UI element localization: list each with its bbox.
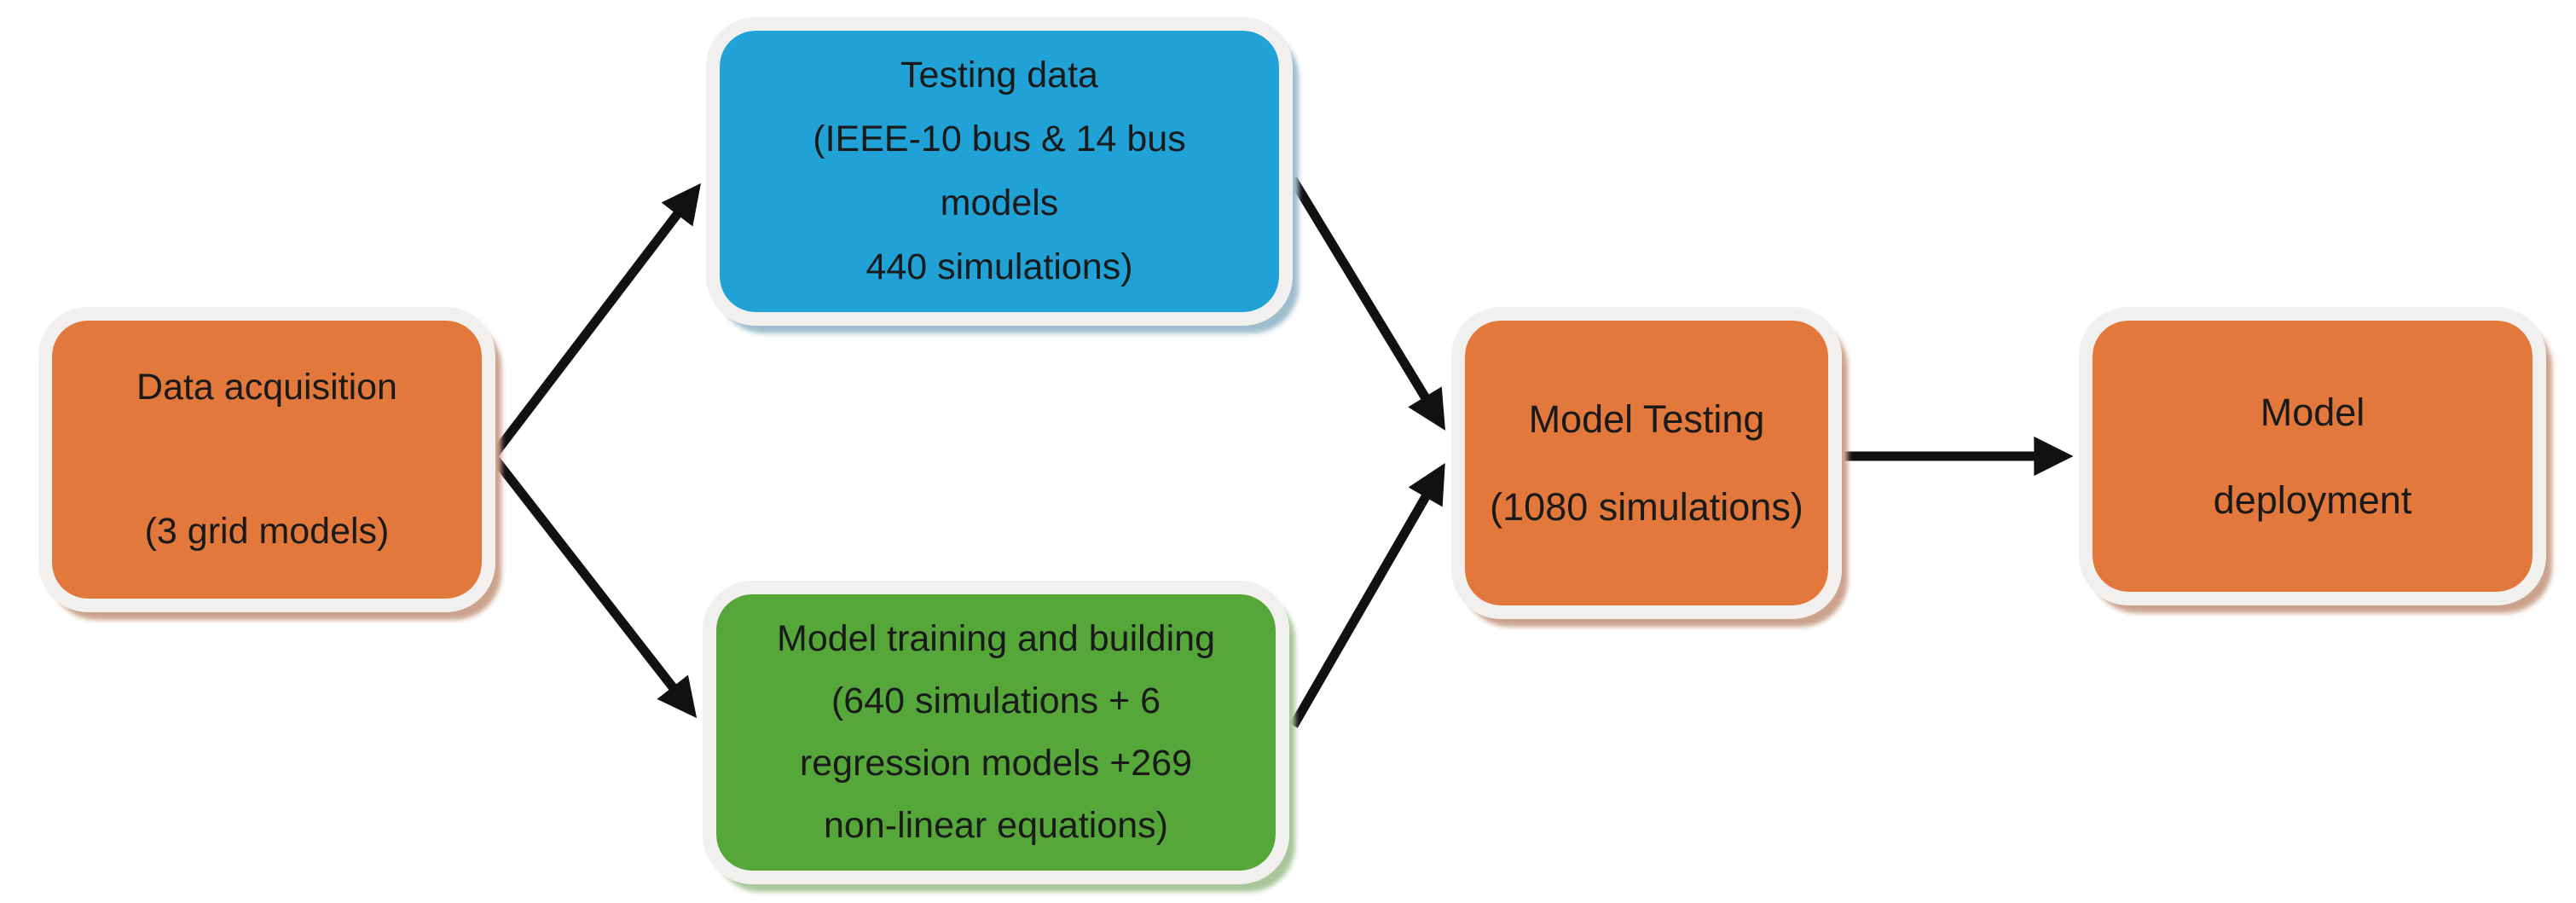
arrow-model-training-to-model-testing (1289, 462, 1445, 728)
node-line: Data acquisition (136, 366, 397, 408)
node-line: regression models +269 (799, 743, 1193, 784)
node-line: (IEEE-10 bus & 14 bus (813, 119, 1186, 159)
node-model-deployment: Model deployment (2079, 307, 2546, 605)
arrow-data-acquisition-to-testing-data (489, 182, 702, 460)
node-line: Model (2260, 390, 2365, 434)
node-model-testing: Model Testing (1080 simulations) (1451, 307, 1842, 619)
node-line: (640 simulations + 6 (831, 680, 1161, 721)
node-line: non-linear equations) (824, 805, 1168, 846)
node-line: Testing data (900, 55, 1098, 96)
node-line: models (940, 182, 1059, 223)
node-model-training: Model training and building (640 simulat… (703, 581, 1289, 884)
node-line: deployment (2213, 478, 2412, 522)
node-line: (1080 simulations) (1490, 485, 1803, 529)
node-data-acquisition: Data acquisition (3 grid models) (38, 307, 495, 612)
node-line: 440 simulations) (865, 246, 1133, 287)
node-line: Model Testing (1528, 397, 1765, 441)
node-line: Model training and building (777, 618, 1215, 659)
arrow-testing-data-to-model-testing (1288, 177, 1445, 431)
arrow-data-acquisition-to-model-training (489, 453, 698, 719)
node-testing-data: Testing data (IEEE-10 bus & 14 bus model… (706, 17, 1293, 326)
node-line: (3 grid models) (144, 511, 390, 552)
